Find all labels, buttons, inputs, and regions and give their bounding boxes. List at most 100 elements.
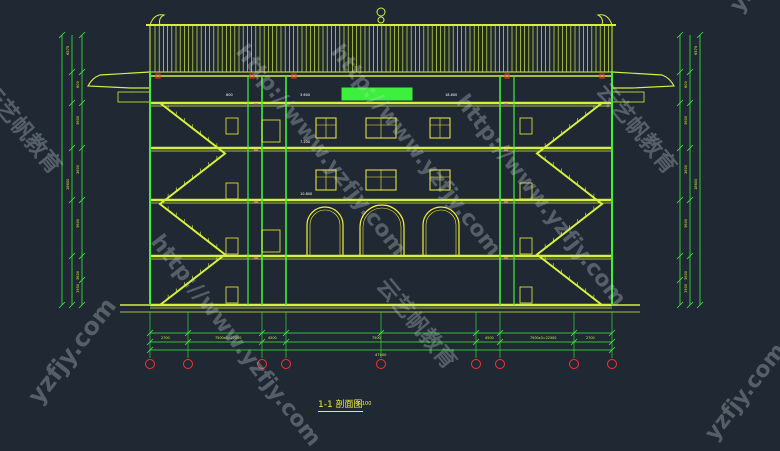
dim-tick [68,144,76,152]
staircase-left [158,102,227,306]
dim-tick [78,252,86,260]
roof-outline [149,24,613,73]
axis-bubble [569,359,579,369]
section-elevation-canvas: 3.600 7.200 10.800 18.600 600 1900 3600 3600 360… [58,7,704,369]
axis-bubble [607,359,617,369]
drawing-scale: 1:100 [357,401,372,407]
dim-tick [68,301,76,309]
dim-bottom-seg: 2700 [586,336,595,340]
dim-tick [686,144,694,152]
dim-bottom-seg: 4500 [485,336,494,340]
dim-right-total: 18600 [694,178,698,190]
dim-left-elev: 1900 [76,283,80,293]
ridge-ornament-right [596,14,613,26]
red-mark [291,73,297,79]
dim-tick [686,99,694,107]
dim-tick [676,196,684,204]
dim-left-elev: 3600 [76,115,80,125]
arched-door-center [359,204,405,255]
dim-right-elev: 3600 [684,270,688,280]
dim-left-elev: 3600 [76,164,80,174]
staircase-right [535,102,604,306]
corridor-window [261,119,281,143]
side-window-left [225,117,239,135]
level-label: 600 [226,93,233,97]
level-label: 18.600 [445,93,457,97]
dim-tick [696,301,704,309]
side-window-left [225,182,239,200]
dim-left-elev: 600 [76,80,80,88]
dim-right-elev: 600 [684,80,688,88]
level-label: 3.600 [300,93,310,97]
dim-bottom-seg: 2700 [161,336,170,340]
side-window-left [225,286,239,304]
axis-bubble [281,359,291,369]
dim-tick [78,99,86,107]
dim-tick [676,252,684,260]
dim-right-elev: 3600 [684,115,688,125]
dim-tick [78,276,86,284]
eave-bracket-left [117,91,151,103]
dim-tick [78,68,86,76]
dim-tick [78,31,86,39]
dim-left-total: 18600 [66,178,70,190]
dim-tick [686,301,694,309]
red-mark [249,73,255,79]
level-label: 7.200 [300,140,310,144]
dim-tick [676,276,684,284]
dim-tick [686,252,694,260]
dim-tick [676,301,684,309]
eave-right [611,71,675,89]
eave-left [87,71,151,89]
dim-tick [68,252,76,260]
dim-tick [68,68,76,76]
dim-tick [78,301,86,309]
dim-right-elev: 1900 [684,283,688,293]
drawing-title: 1-1 剖面图 [318,397,363,412]
red-mark [155,73,161,79]
side-window-right [519,237,533,255]
dim-tick [78,196,86,204]
finial-top [376,7,386,17]
dim-bottom-seg: 7500x3=22500 [530,336,556,340]
red-mark [504,73,510,79]
dim-tick [676,31,684,39]
dim-tick [686,68,694,76]
dim-tick [58,301,66,309]
arched-door-left-inner [309,209,341,255]
axis-bubble [495,359,505,369]
dim-tick [686,196,694,204]
axis-bubble [257,359,267,369]
roof-hatch-block [341,87,413,101]
axis-bubble [471,359,481,369]
dim-tick [68,99,76,107]
arched-door-left [306,206,344,255]
dim-right-total: 6575 [694,46,698,55]
dim-bottom-seg: 7500 [372,336,381,340]
axis-bubble [376,359,386,369]
finial-bottom [377,16,385,24]
dim-tick [68,196,76,204]
dim-tick [78,144,86,152]
red-mark [599,73,605,79]
dim-tick [58,31,66,39]
dim-left-elev: 3600 [76,218,80,228]
dim-left-total: 6575 [66,46,70,55]
axis-bubble [183,359,193,369]
side-window-left [225,237,239,255]
axis-bubble [145,359,155,369]
dim-tick [696,31,704,39]
dim-tick [676,68,684,76]
arched-door-right-inner [425,209,457,255]
side-window-right [519,182,533,200]
arched-door-center-inner [362,207,402,255]
arched-door-right [422,206,460,255]
dim-bottom-seg: 7500x3=22500 [215,336,241,340]
dim-bottom-seg: 4500 [268,336,277,340]
dim-right-elev: 3600 [684,218,688,228]
ridge-ornament-left [149,14,166,26]
corridor-window [261,229,281,253]
dim-right-elev: 3600 [684,164,688,174]
level-label: 10.800 [300,192,312,196]
